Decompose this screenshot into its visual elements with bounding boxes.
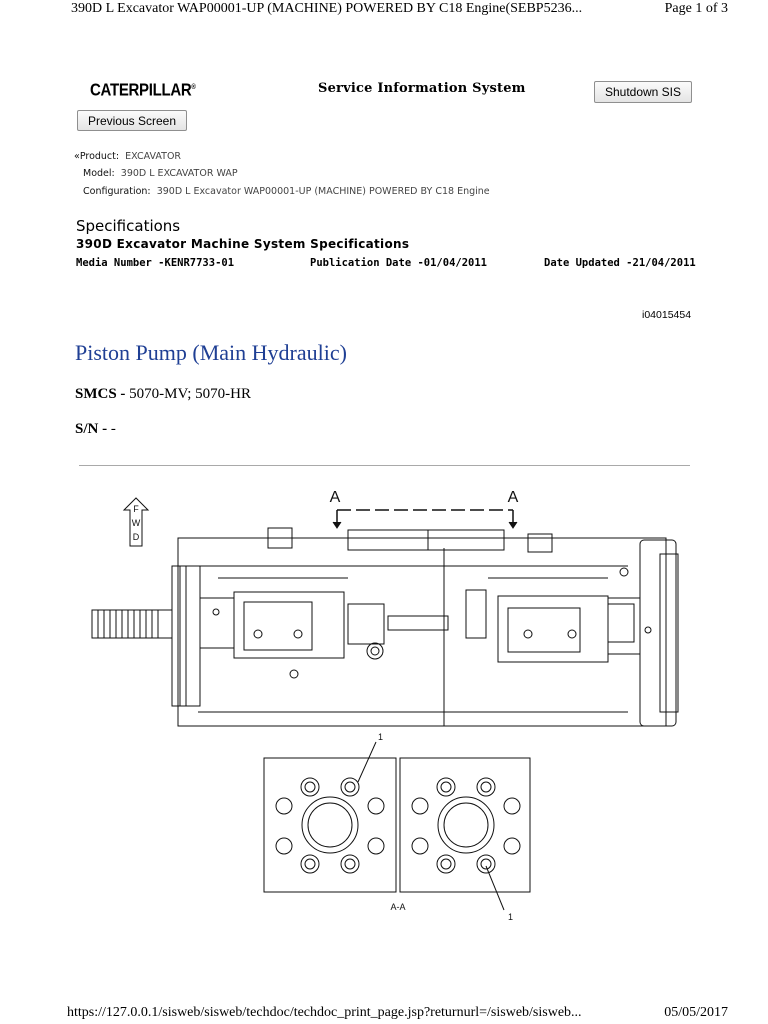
configuration-row: Configuration: 390D L Excavator WAP00001…	[83, 186, 490, 197]
product-label: «Product:	[74, 151, 120, 162]
section-subtitle: 390D Excavator Machine System Specificat…	[76, 237, 410, 251]
product-row: «Product: EXCAVATOR	[74, 151, 181, 162]
configuration-label: Configuration:	[83, 186, 151, 197]
model-row: Model: 390D L EXCAVATOR WAP	[83, 168, 238, 179]
section-view-left	[263, 757, 397, 893]
divider	[79, 465, 690, 466]
logo-mark: ®	[191, 84, 196, 92]
callout-bottom-label: 1	[508, 912, 513, 922]
fwd-letter-f: F	[133, 504, 139, 514]
date-updated: Date Updated -21/04/2011	[544, 257, 696, 269]
footer-date: 05/05/2017	[664, 1005, 728, 1020]
document-id: i04015454	[642, 309, 692, 321]
system-title: Service Information System	[318, 81, 526, 96]
section-view-label: A-A	[390, 902, 405, 912]
callout-top-label: 1	[378, 732, 383, 742]
previous-screen-button[interactable]: Previous Screen	[77, 110, 187, 131]
model-label: Model:	[83, 168, 115, 179]
print-header: 390D L Excavator WAP00001-UP (MACHINE) P…	[0, 0, 768, 22]
smcs-value: 5070-MV; 5070-HR	[129, 386, 251, 402]
serial-number-line: S/N - -	[75, 421, 116, 438]
page-title: Piston Pump (Main Hydraulic)	[75, 340, 347, 365]
sn-value: -	[110, 421, 116, 437]
section-heading: Specifications	[76, 217, 181, 235]
shutdown-sis-button[interactable]: Shutdown SIS	[594, 81, 692, 103]
caterpillar-logo: CATERPILLAR®	[90, 81, 196, 101]
logo-text: CATERPILLAR	[90, 80, 192, 101]
fwd-arrow: F W D	[122, 497, 150, 547]
pump-body	[91, 527, 679, 727]
section-line: A A	[330, 489, 519, 529]
callout-bottom: 1	[485, 865, 513, 922]
configuration-value: 390D L Excavator WAP00001-UP (MACHINE) P…	[156, 186, 490, 197]
fwd-letter-w: W	[132, 518, 141, 528]
fwd-letter-d: D	[133, 532, 140, 542]
callout-top: 1	[357, 732, 383, 783]
print-header-page: Page 1 of 3	[664, 1, 728, 16]
footer-url: https://127.0.0.1/sisweb/sisweb/techdoc/…	[67, 1005, 582, 1020]
piston-pump-diagram: F W D A A	[91, 489, 679, 922]
section-marker-left: A	[330, 489, 341, 506]
model-value: 390D L EXCAVATOR WAP	[120, 168, 238, 179]
section-view-right	[399, 757, 531, 893]
section-marker-right: A	[508, 489, 519, 506]
sn-label: S/N -	[75, 421, 108, 437]
publication-date: Publication Date -01/04/2011	[310, 257, 488, 269]
smcs-label: SMCS -	[75, 386, 126, 402]
product-value: EXCAVATOR	[125, 151, 182, 162]
smcs-line: SMCS - 5070-MV; 5070-HR	[75, 386, 251, 403]
media-number: Media Number -KENR7733-01	[76, 257, 235, 269]
print-header-title: 390D L Excavator WAP00001-UP (MACHINE) P…	[71, 1, 583, 16]
